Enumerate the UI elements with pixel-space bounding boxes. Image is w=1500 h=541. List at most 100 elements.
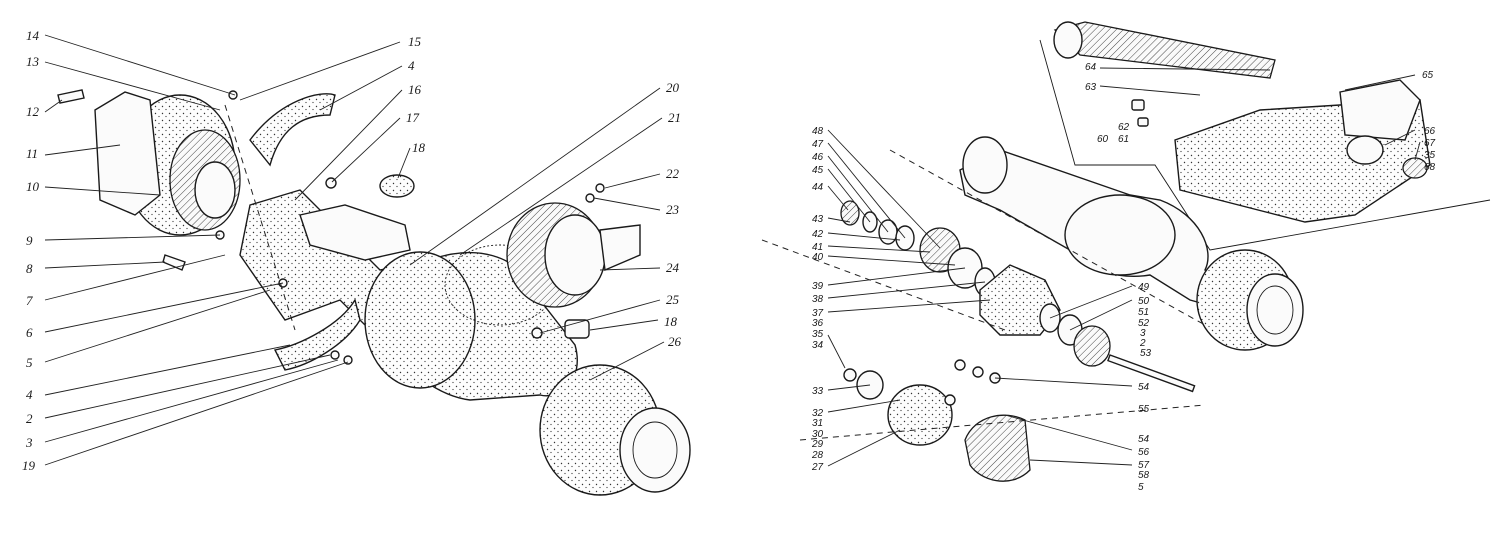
callout-label: 44 — [812, 182, 824, 193]
callout-label: 35 — [812, 329, 824, 340]
left-leader-lines — [44, 34, 665, 466]
left-hub-flange — [94, 91, 161, 216]
bolt-15 — [228, 90, 238, 100]
callout-label: 29 — [811, 439, 824, 450]
callout-label: 46 — [812, 152, 824, 163]
callout-label: 39 — [812, 281, 824, 292]
callout-label: 63 — [1085, 82, 1097, 93]
guide-outline-1 — [761, 149, 1206, 441]
callout-label: 12 — [26, 104, 40, 119]
callout-label: 4 — [408, 58, 415, 73]
callout-label: 9 — [26, 233, 33, 248]
pinion-nose — [599, 224, 641, 272]
callout-label: 2 — [1139, 338, 1146, 349]
callout-label: 6 — [26, 325, 33, 340]
right-axle-assembly — [761, 21, 1491, 482]
callout-label: 54 — [1138, 382, 1150, 393]
callout-label: 52 — [1138, 318, 1150, 329]
callout-label: 68 — [1424, 162, 1436, 173]
callout-label: 14 — [26, 28, 40, 43]
callout-label: 40 — [812, 252, 824, 263]
housing-bowl — [1064, 194, 1176, 276]
callout-label: 57 — [1138, 460, 1150, 471]
right-leader-lines — [827, 67, 1421, 467]
left-axle-assembly — [57, 89, 691, 496]
right-hub-face — [619, 407, 691, 493]
callout-label: 3 — [1140, 328, 1146, 339]
callout-label: 31 — [812, 418, 823, 429]
bolt-22 — [595, 183, 605, 193]
shaft-yoke — [1053, 21, 1083, 59]
callout-label: 4 — [26, 387, 33, 402]
callout-label: 58 — [1138, 470, 1150, 481]
callout-label: 18 — [412, 140, 426, 155]
callout-label: 64 — [1085, 62, 1097, 73]
callout-label: 45 — [812, 165, 824, 176]
callout-label: 43 — [812, 214, 824, 225]
callout-label: 13 — [26, 54, 40, 69]
callout-label: 51 — [1138, 307, 1149, 318]
inset-frame — [1039, 39, 1491, 251]
washer-19 — [343, 355, 353, 365]
differential-ring — [544, 214, 606, 296]
callout-label: 25 — [666, 292, 680, 307]
callout-label: 18 — [664, 314, 678, 329]
callout-label: 7 — [26, 293, 33, 308]
left-axle-flange — [962, 136, 1008, 194]
callout-label: 30 — [812, 429, 824, 440]
callout-label: 60 — [1097, 134, 1109, 145]
callout-label: 5 — [1138, 482, 1144, 493]
callout-label: 41 — [812, 242, 823, 253]
rear-hub-bolt-circle — [1256, 285, 1294, 335]
callout-label: 53 — [1140, 348, 1152, 359]
callout-label: 3 — [25, 435, 33, 450]
callout-label: 35 — [1424, 150, 1436, 161]
brake-drum-57 — [964, 414, 1031, 482]
callout-label: 5 — [26, 355, 33, 370]
callout-label: 38 — [812, 294, 824, 305]
callout-label: 21 — [668, 110, 681, 125]
callout-label: 11 — [26, 146, 38, 161]
callout-label: 36 — [812, 318, 824, 329]
brake-shield-lower — [273, 298, 361, 371]
callout-label: 8 — [26, 261, 33, 276]
callout-label: 61 — [1118, 134, 1129, 145]
callout-label: 22 — [666, 166, 680, 181]
callout-label: 62 — [1118, 122, 1130, 133]
left-callout-labels: 1413121110987654231915416171820212223242… — [22, 28, 682, 473]
callout-label: 16 — [408, 82, 422, 97]
callout-label: 34 — [812, 340, 824, 351]
differential-housing — [364, 251, 476, 389]
callout-label: 17 — [406, 110, 420, 125]
callout-label: 33 — [812, 386, 824, 397]
callout-label: 67 — [1424, 138, 1436, 149]
callout-label: 47 — [812, 139, 824, 150]
rear-hub-face — [1246, 273, 1304, 347]
callout-label: 48 — [812, 126, 824, 137]
bolt-62 — [1131, 99, 1145, 111]
callout-label: 19 — [22, 458, 36, 473]
spring-bracket — [299, 204, 411, 261]
right-callout-labels: 4847464544434241403938373635343332313029… — [811, 62, 1436, 493]
callout-label: 15 — [408, 34, 422, 49]
nut-25 — [531, 327, 543, 339]
callout-label: 55 — [1138, 404, 1150, 415]
callout-label: 2 — [26, 411, 33, 426]
callout-label: 65 — [1422, 70, 1434, 81]
left-bearing — [194, 161, 236, 219]
bushing-66 — [1346, 135, 1384, 165]
callout-label: 49 — [1138, 282, 1150, 293]
callout-label: 37 — [812, 308, 824, 319]
brake-shield-upper — [249, 93, 336, 167]
callout-label: 27 — [811, 462, 824, 473]
bolt-61 — [1137, 117, 1149, 127]
callout-label: 24 — [666, 260, 680, 275]
washer-23 — [585, 193, 595, 203]
bump-stop-upper — [379, 174, 415, 198]
right-hub-bolt-circle — [632, 421, 678, 479]
callout-label: 56 — [1138, 447, 1150, 458]
callout-label: 32 — [812, 408, 824, 419]
callout-label: 20 — [666, 80, 680, 95]
callout-label: 10 — [26, 179, 40, 194]
